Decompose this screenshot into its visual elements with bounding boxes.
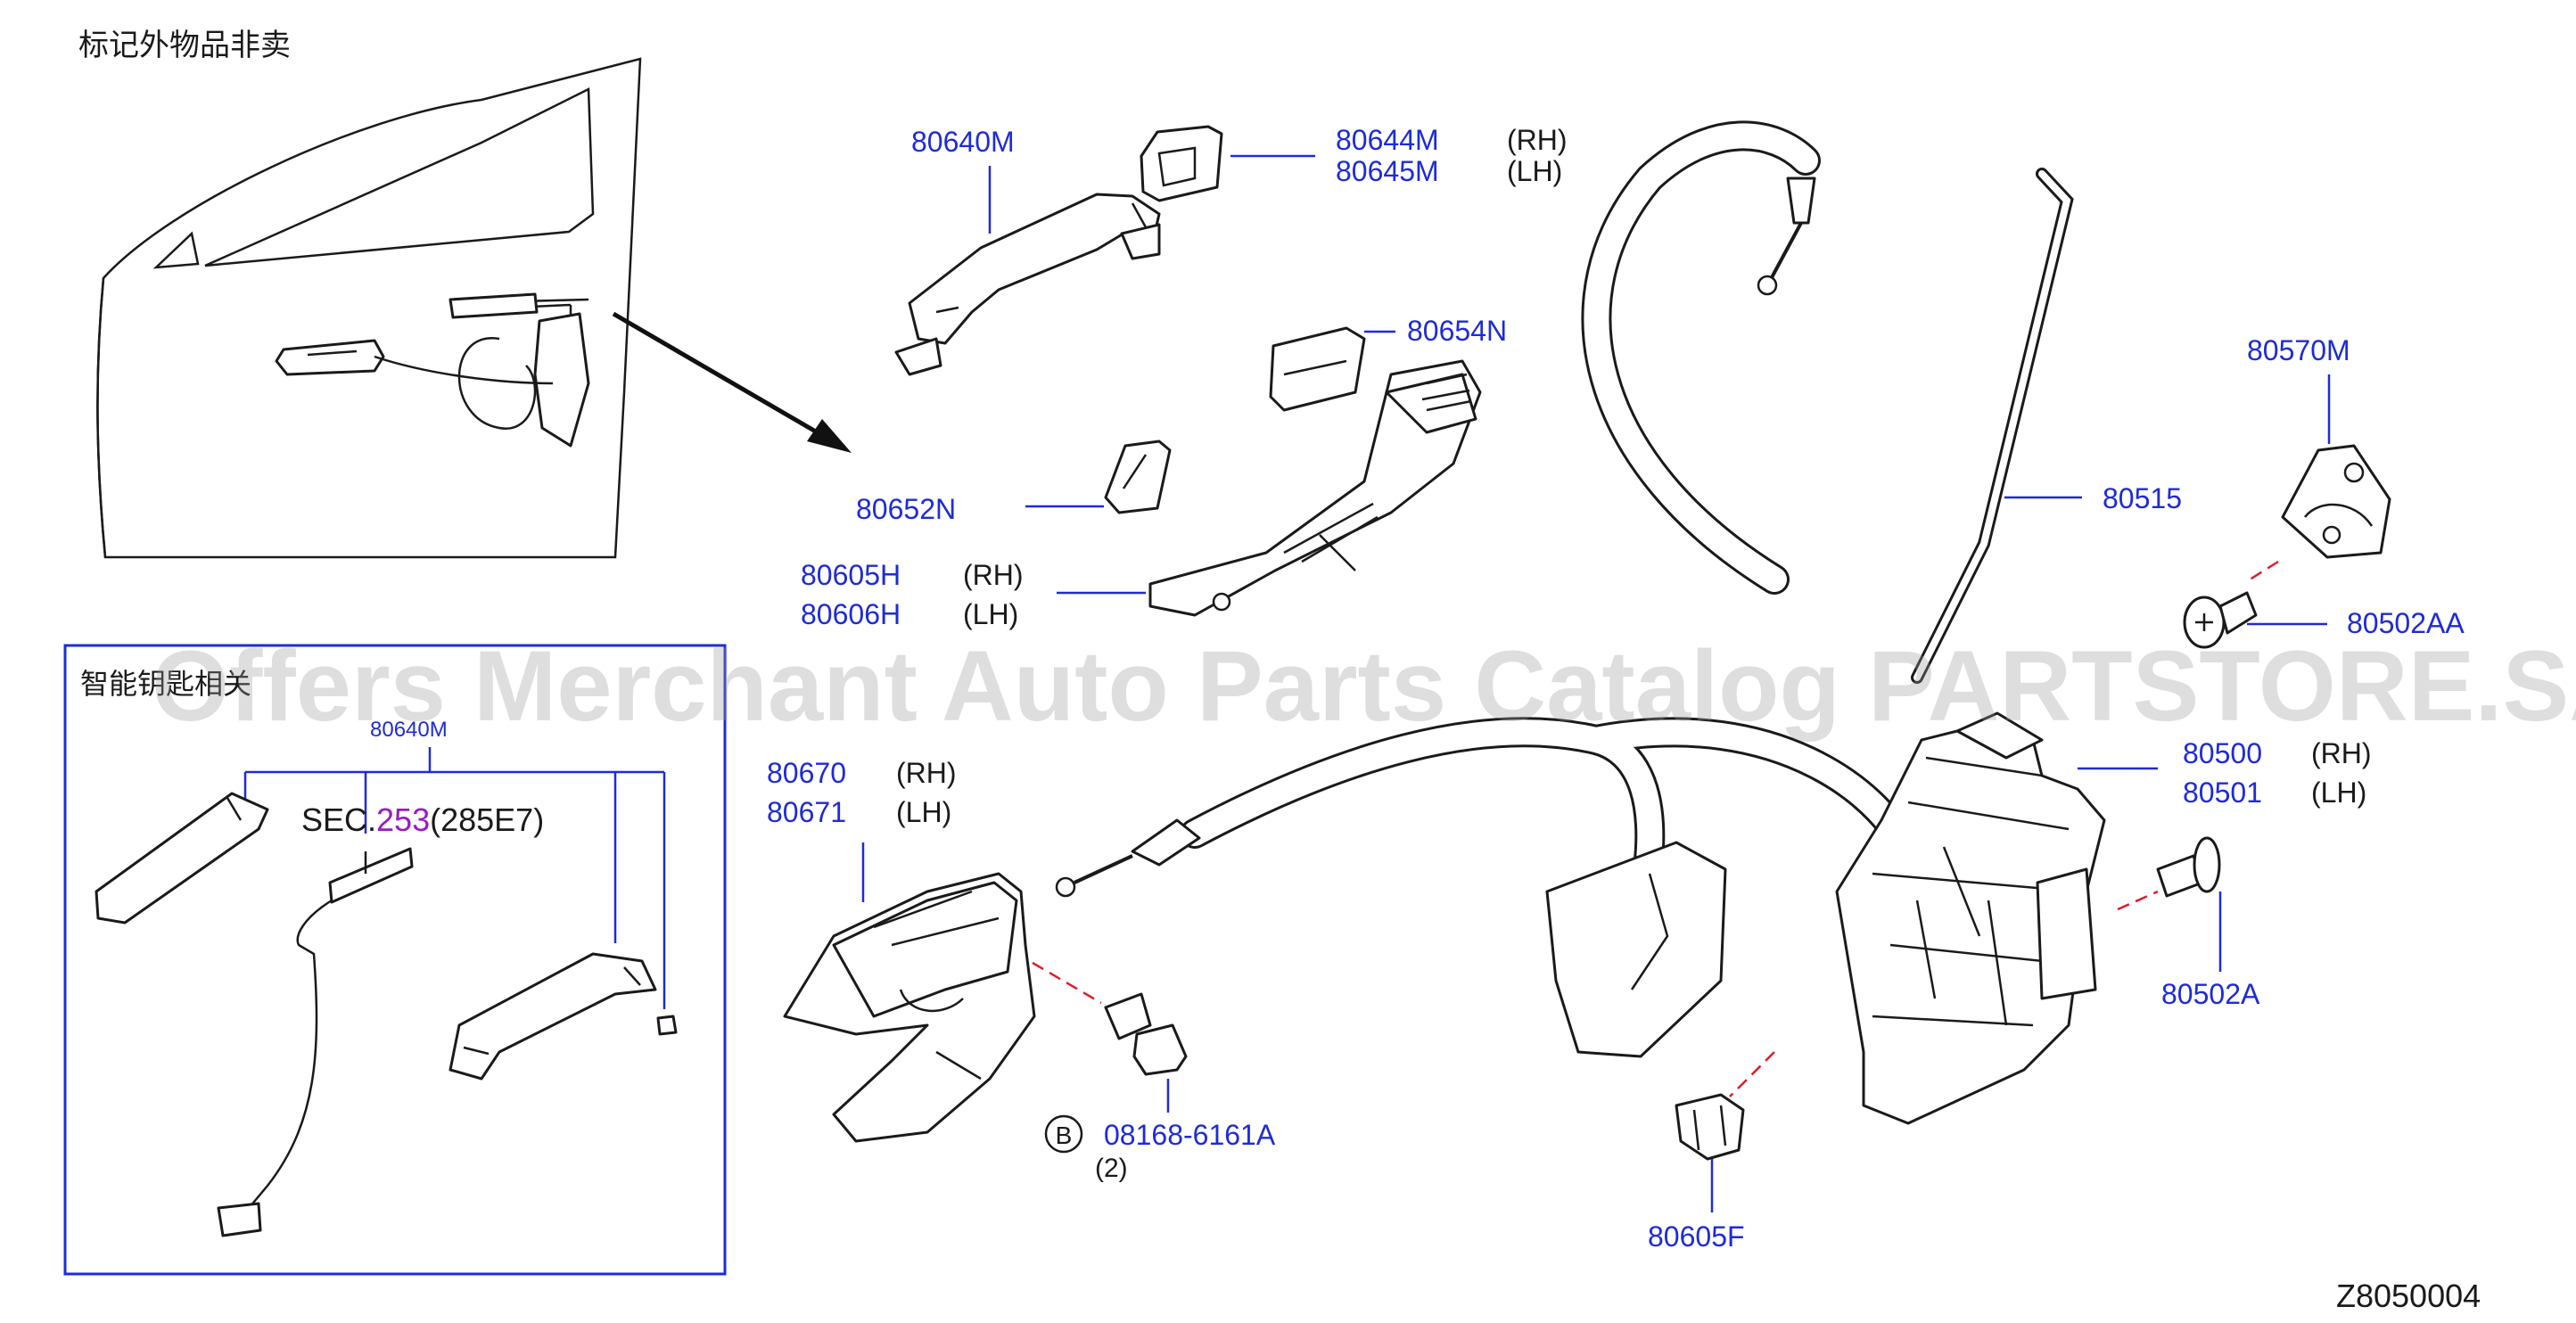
outside-handle-80640M bbox=[894, 193, 1161, 376]
callout-80501: 80501 bbox=[2183, 777, 2262, 809]
gasket-80652N bbox=[1104, 440, 1172, 514]
bolt-badge: B bbox=[1044, 1114, 1083, 1154]
bolt-08168-6161A bbox=[1104, 992, 1188, 1076]
outside-cable bbox=[1581, 120, 1821, 595]
door-lock-80500 bbox=[1835, 711, 2106, 1125]
bolt-80502AA bbox=[2183, 591, 2258, 649]
gasket-80654N bbox=[1269, 326, 1366, 412]
side-lh-80671: (LH) bbox=[896, 796, 951, 828]
bolt-quantity: (2) bbox=[1095, 1154, 1128, 1183]
callout-08168-6161A: 08168-6161A bbox=[1104, 1119, 1276, 1151]
screw-80502A bbox=[2156, 836, 2221, 898]
callout-80606H: 80606H bbox=[801, 598, 901, 630]
side-rh-80500: (RH) bbox=[2311, 737, 2372, 769]
callout-80502A: 80502A bbox=[2161, 978, 2260, 1010]
side-lh-80645M: (LH) bbox=[1507, 155, 1562, 187]
handle-bracket-80605H bbox=[1148, 359, 1482, 617]
inset-antenna-harness bbox=[217, 847, 414, 1237]
side-rh-80644M: (RH) bbox=[1507, 124, 1568, 156]
svg-text:B: B bbox=[1056, 1122, 1073, 1149]
callout-80515: 80515 bbox=[2103, 482, 2182, 514]
side-rh-80670: (RH) bbox=[896, 757, 957, 789]
callout-80500: 80500 bbox=[2183, 737, 2262, 769]
inset-screw bbox=[656, 1015, 678, 1036]
section-ref: SEC.253(285E7) bbox=[301, 801, 544, 838]
door-overview-illustration bbox=[96, 57, 642, 559]
callout-80644M: 80644M bbox=[1336, 124, 1439, 156]
callout-80645M: 80645M bbox=[1336, 155, 1439, 187]
striker-80570M bbox=[2281, 444, 2391, 559]
callout-80670: 80670 bbox=[767, 757, 846, 789]
inset-frame bbox=[63, 644, 727, 1276]
callout-80605F: 80605F bbox=[1648, 1220, 1745, 1253]
inside-handle-80670 bbox=[783, 872, 1036, 1143]
clip-80605F bbox=[1675, 1093, 1745, 1161]
inset-title: 智能钥匙相关 bbox=[80, 668, 251, 700]
side-lh-80606H: (LH) bbox=[963, 598, 1018, 630]
lock-rod-80515 bbox=[1911, 168, 2074, 684]
inset-escutcheon bbox=[95, 792, 269, 924]
inside-cable bbox=[1055, 717, 1923, 1058]
callout-80570M: 80570M bbox=[2247, 334, 2350, 366]
inset-callout-80640M: 80640M bbox=[370, 718, 448, 742]
callout-80605H: 80605H bbox=[801, 559, 901, 591]
callout-80640M: 80640M bbox=[911, 126, 1015, 158]
callout-80652N: 80652N bbox=[856, 493, 956, 525]
pointer-arrow bbox=[612, 311, 852, 453]
watermark-text: Offers Merchant Auto Parts Catalog PARTS… bbox=[152, 630, 2576, 742]
callout-80502AA: 80502AA bbox=[2347, 607, 2465, 639]
callout-80654N: 80654N bbox=[1407, 315, 1507, 347]
callout-80671: 80671 bbox=[767, 796, 846, 828]
side-rh-80605H: (RH) bbox=[963, 559, 1024, 591]
header-note: 标记外物品非卖 bbox=[78, 29, 291, 62]
diagram-code: Z8050004 bbox=[2336, 1278, 2481, 1314]
side-lh-80501: (LH) bbox=[2311, 777, 2366, 809]
inset-outside-handle bbox=[449, 952, 657, 1081]
escutcheon-cap-80644M bbox=[1140, 125, 1223, 202]
